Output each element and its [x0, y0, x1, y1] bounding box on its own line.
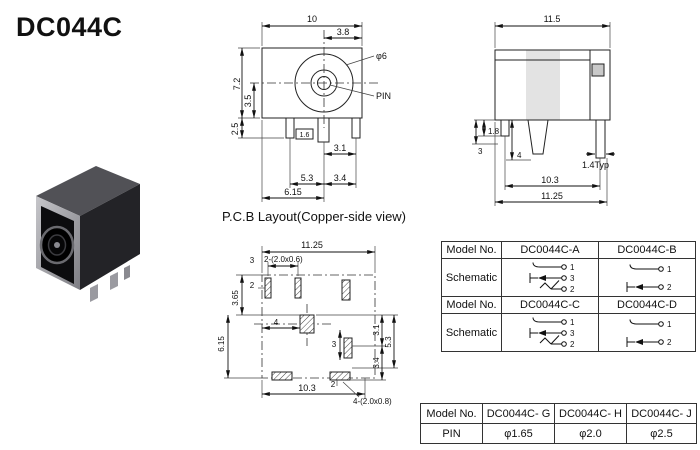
pin-table-header-model: Model No. [421, 404, 483, 424]
model-no-label: Model No. [442, 242, 502, 259]
pcb-dim-34: 3.4 [372, 357, 381, 369]
model-c-name: DC0044C-C [502, 297, 599, 314]
pin-diameter-table: Model No. DC0044C- G DC0044C- H DC0044C-… [420, 403, 697, 444]
pin-dia-g: φ1.65 [483, 424, 555, 444]
front-view-outline [261, 47, 363, 143]
pin-table-row-label: PIN [421, 424, 483, 444]
model-no-label: Model No. [442, 297, 502, 314]
pcb-caption: P.C.B Layout(Copper-side view) [222, 209, 407, 224]
schematic-table: Model No. DC0044C-A DC0044C-B Schematic … [441, 241, 696, 352]
front-view-drawing: 10 3.8 7.2 3.5 2.5 3.1 5.3 3.4 6.15 1.6 … [230, 14, 391, 202]
pin-table-header-g: DC0044C- G [483, 404, 555, 424]
product-photo [36, 166, 140, 302]
pcb-dim-53: 5.3 [384, 336, 393, 348]
front-dim-height: 7.2 [232, 78, 242, 91]
schematic-c-symbol: 1 3 2 [529, 316, 575, 349]
pin-number: 1 [570, 263, 575, 272]
side-dim-width: 11.5 [544, 14, 561, 24]
front-dim-34: 3.4 [334, 173, 347, 183]
schematic-c-cell: 1 3 2 [502, 314, 599, 352]
side-dim-typ: 1.4Typ [582, 160, 609, 170]
pin-number: 2 [570, 285, 575, 294]
schematic-label: Schematic [442, 314, 502, 352]
pin-number: 2 [667, 283, 672, 292]
pin-table-header-h: DC0044C- H [555, 404, 627, 424]
side-view-drawing: 11.5 1.8 3 4 10.3 11.25 1.4Typ [472, 14, 615, 206]
model-a-name: DC0044C-A [502, 242, 599, 259]
pcb-dim-365: 3.65 [231, 290, 240, 306]
connector-pins [90, 265, 130, 302]
front-dim-53: 5.3 [301, 173, 314, 183]
pin-number: 2 [667, 338, 672, 347]
pcb-dim-width: 11.25 [301, 240, 323, 250]
page-title: DC044C [16, 12, 123, 42]
front-dim-31: 3.1 [334, 143, 347, 153]
schematic-d-symbol: 1 2 [626, 318, 672, 347]
pcb-dim-2b: 2 [331, 380, 336, 389]
pcb-pads [264, 277, 353, 381]
side-dim-1125: 11.25 [541, 191, 563, 201]
front-label-pin: PIN [376, 91, 391, 101]
connector-barrel [39, 225, 75, 265]
schematic-b-symbol: 1 2 [626, 263, 672, 292]
front-view-dim-lines [238, 22, 375, 202]
pin-dia-j: φ2.5 [627, 424, 697, 444]
side-view-outline [494, 49, 611, 159]
pcb-dim-615: 6.15 [217, 336, 226, 352]
model-b-name: DC0044C-B [599, 242, 696, 259]
pcb-dim-lines [224, 246, 398, 398]
pin-number: 1 [667, 265, 672, 274]
pcb-dim-3b: 3 [332, 340, 337, 349]
front-dim-615: 6.15 [284, 187, 302, 197]
front-view-centerlines [250, 30, 380, 128]
pcb-dim-2a: 2 [250, 281, 255, 290]
pin-number: 1 [667, 320, 672, 329]
front-dim-offset: 3.8 [337, 27, 350, 37]
schematic-a-cell: 1 3 2 [502, 259, 599, 297]
side-dim-3: 3 [478, 147, 483, 156]
front-dim-width: 10 [307, 14, 317, 24]
pcb-dim-31: 3.1 [372, 324, 381, 336]
front-dim-pin-length: 2.5 [230, 123, 240, 136]
front-dim-16: 1.6 [300, 132, 310, 139]
pcb-pads-top-label: 2-(2.0x0.6) [264, 255, 303, 264]
side-dim-103: 10.3 [541, 175, 559, 185]
pcb-pads-bottom-label: 4-(2.0x0.8) [353, 397, 392, 406]
schematic-label: Schematic [442, 259, 502, 297]
pin-number: 1 [570, 318, 575, 327]
front-dim-half: 3.5 [243, 95, 253, 108]
pin-dia-h: φ2.0 [555, 424, 627, 444]
pin-table-header-j: DC0044C- J [627, 404, 697, 424]
side-dim-4: 4 [517, 151, 522, 160]
pin-number: 3 [570, 274, 575, 283]
schematic-d-cell: 1 2 [599, 314, 696, 352]
model-d-name: DC0044C-D [599, 297, 696, 314]
front-label-phi6: φ6 [376, 51, 387, 61]
pin-number: 2 [570, 340, 575, 349]
pcb-dim-4: 4 [274, 318, 279, 327]
pcb-layout-drawing: 11.25 3 2-(2.0x0.6) 2 3.65 6.15 4 3 2 10… [217, 240, 398, 406]
side-dim-18: 1.8 [488, 127, 500, 136]
pin-number: 3 [570, 329, 575, 338]
pcb-dim-103: 10.3 [298, 383, 316, 393]
side-view-dim-lines [472, 22, 615, 206]
schematic-b-cell: 1 2 [599, 259, 696, 297]
pcb-dim-3: 3 [250, 256, 255, 265]
schematic-a-symbol: 1 3 2 [529, 261, 575, 294]
